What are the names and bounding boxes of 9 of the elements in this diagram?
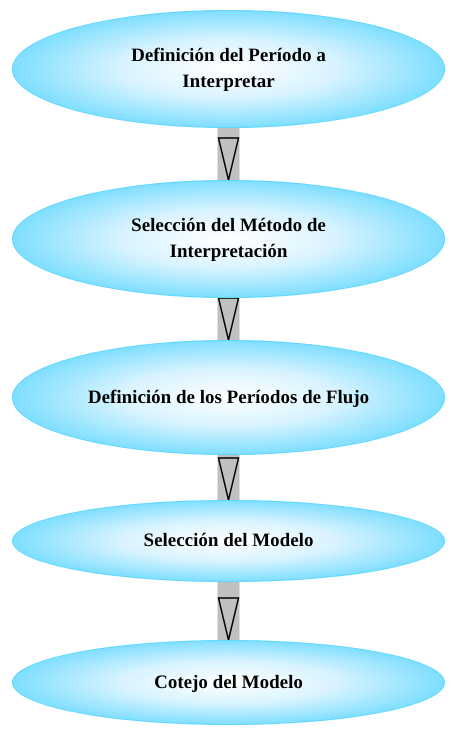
step-text: Definición del Período a Interpretar xyxy=(130,44,327,94)
step-text: Selección del Modelo xyxy=(144,529,314,554)
step-text: Definición de los Períodos de Flujo xyxy=(88,386,370,410)
block-arrow xyxy=(218,297,240,341)
step-text: Cotejo del Modelo xyxy=(154,670,303,695)
block-arrow xyxy=(218,455,240,501)
block-arrow xyxy=(218,582,240,641)
step-text: Selección del Método de Interpretación xyxy=(130,214,327,264)
block-arrow xyxy=(218,128,240,181)
